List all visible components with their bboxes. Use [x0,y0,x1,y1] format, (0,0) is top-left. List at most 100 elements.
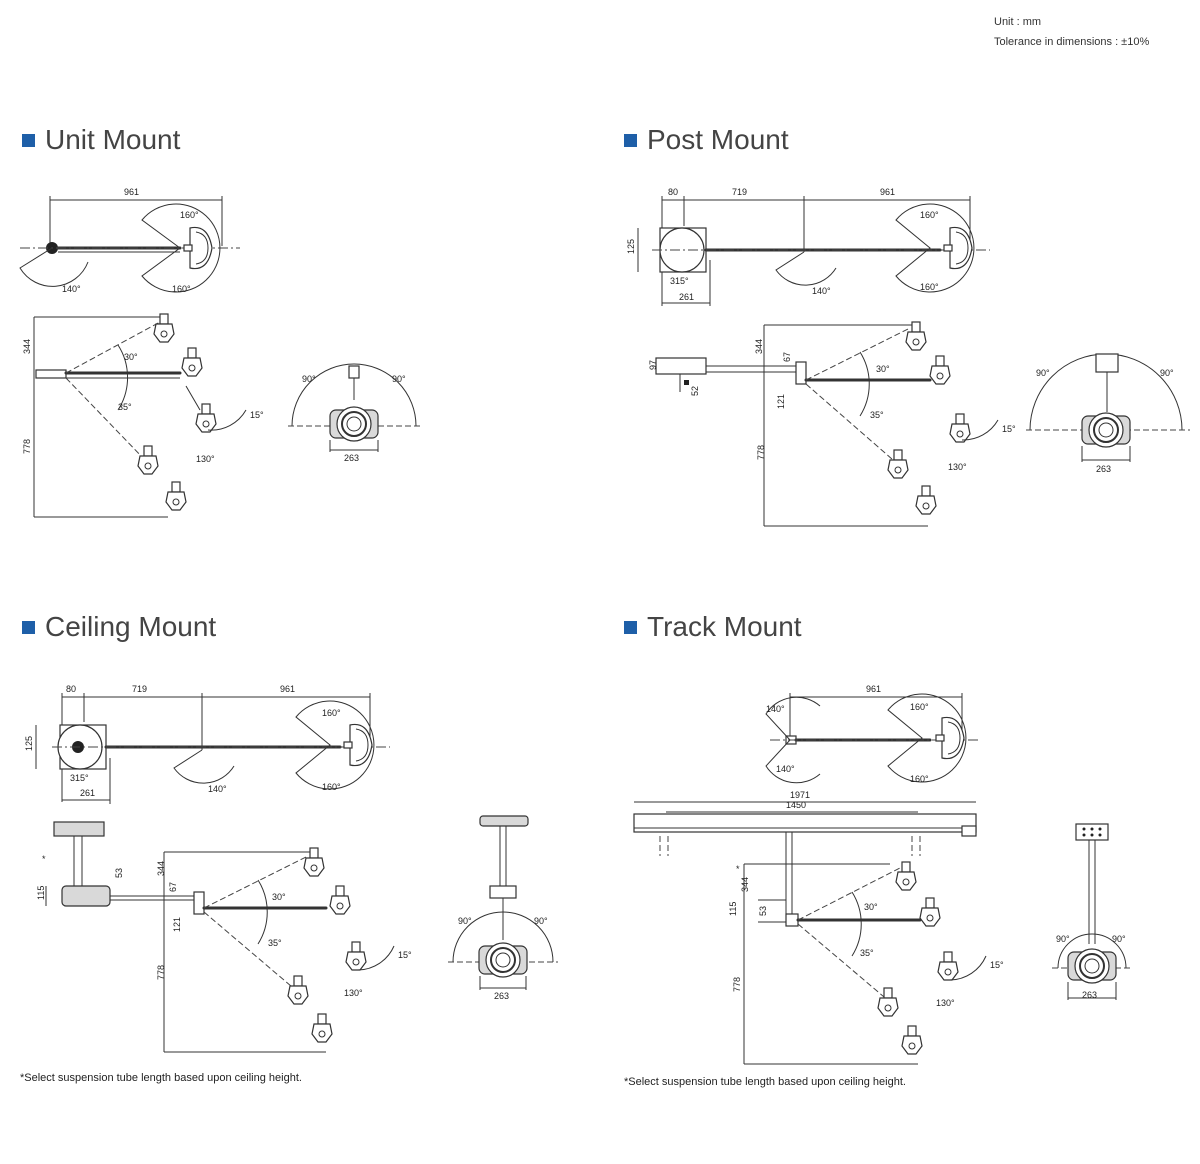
square-bullet-icon [624,133,637,147]
track-top-head-upper: 160° [910,702,929,712]
post-side-d67: 67 [782,352,792,362]
unit-mount-drawings: 961 160° 160° 140° 344 778 30° [19,187,420,518]
post-side-down: 778 [756,445,766,460]
ceiling-side-view: * 115 53 344 67 121 778 30° 35° [36,821,412,1053]
ceiling-top-mid-angle: 140° [208,784,227,794]
ceiling-top-rotation: 315° [70,773,89,783]
post-front-view: 263 90° 90° [1026,353,1190,474]
ceiling-top-head-lower: 160° [322,782,341,792]
post-top-rotation: 315° [670,276,689,286]
post-mount-title: Post Mount [624,124,789,156]
ceiling-footnote: *Select suspension tube length based upo… [20,1072,302,1084]
ceiling-side-star: * [42,854,46,864]
unit-side-angle1: 30° [124,352,138,362]
ceiling-front-left: 90° [458,916,472,926]
post-side-d97: 97 [648,360,658,370]
unit-front-left: 90° [302,374,316,384]
post-top-mid-angle: 140° [812,286,831,296]
unit-top-head-lower: 160° [172,284,191,294]
post-top-view: 80 719 961 125 315° 261 140° 160° 160° [626,187,990,306]
post-top-depth: 125 [626,239,636,254]
square-bullet-icon [22,620,35,634]
ceiling-mount-title: Ceiling Mount [22,611,216,643]
post-front-right: 90° [1160,368,1174,378]
ceiling-side-angle1: 30° [272,892,286,902]
ceiling-side-tilt: 15° [398,950,412,960]
ceiling-side-rotation: 130° [344,988,363,998]
ceiling-top-head-upper: 160° [322,708,341,718]
track-front-width: 263 [1082,990,1097,1000]
unit-mount-title-text: Unit Mount [45,124,181,155]
ceiling-side-up: 344 [156,861,166,876]
track-front-left: 90° [1056,934,1070,944]
ceiling-top-width: 261 [80,788,95,798]
post-side-tilt: 15° [1002,424,1016,434]
track-front-right: 90° [1112,934,1126,944]
ceiling-side-d53: 53 [114,868,124,878]
square-bullet-icon [624,620,637,634]
ceiling-front-view: 263 90° 90° [448,815,558,1001]
ceiling-mount-drawings: 80 719 961 125 315° 261 140° 160° 160° [24,684,558,1053]
post-top-d3: 961 [880,187,895,197]
ceiling-top-d1: 80 [66,684,76,694]
track-side-d115: 115 [728,902,738,916]
track-side-rotation: 130° [936,998,955,1008]
square-bullet-icon [22,133,35,147]
unit-front-view: 263 90° 90° [288,363,420,463]
tolerance-label: Tolerance in dimensions : ±10% [994,36,1150,48]
post-top-d2: 719 [732,187,747,197]
track-footnote: *Select suspension tube length based upo… [624,1076,906,1088]
post-top-head-lower: 160° [920,282,939,292]
post-side-d121: 121 [776,394,786,409]
ceiling-mount-title-text: Ceiling Mount [45,611,217,642]
post-top-width: 261 [679,292,694,302]
unit-front-width: 263 [344,453,359,463]
post-side-d52: 52 [690,386,700,396]
ceiling-top-d3: 961 [280,684,295,694]
units-note: Unit : mm Tolerance in dimensions : ±10% [994,12,1149,52]
unit-side-down: 778 [22,439,32,454]
ceiling-side-down: 778 [156,965,166,980]
ceiling-side-angle2: 35° [268,938,282,948]
track-side-angle2: 35° [860,948,874,958]
post-side-angle2: 35° [870,410,884,420]
unit-top-base-angle: 140° [62,284,81,294]
track-top-lower-angle: 140° [776,764,795,774]
ceiling-side-d67: 67 [168,882,178,892]
post-front-left: 90° [1036,368,1050,378]
track-top-view: 961 140° 140° 160° 160° [765,684,980,784]
post-mount-title-text: Post Mount [647,124,789,155]
track-top-upper-angle: 140° [766,704,785,714]
track-front-view: 263 90° 90° [1052,823,1132,1000]
track-side-d53: 53 [758,906,768,916]
ceiling-front-right: 90° [534,916,548,926]
track-mount-title-text: Track Mount [647,611,802,642]
post-top-d1: 80 [668,187,678,197]
track-rail-inner: 1450 [786,800,806,810]
unit-label: Unit : mm [994,16,1042,28]
track-mount-title: Track Mount [624,611,802,643]
post-side-up: 344 [754,339,764,354]
unit-side-angle2: 35° [118,402,132,412]
track-mount-drawings: 961 140° 140° 160° 160° 1971 1450 [633,684,1132,1065]
ceiling-top-d2: 719 [132,684,147,694]
track-side-view: * 344 115 53 778 30° 35° 15° 130° [728,861,1004,1065]
post-front-width: 263 [1096,464,1111,474]
post-mount-drawings: 80 719 961 125 315° 261 140° 160° 160° 9… [626,187,1190,527]
post-side-view: 97 52 344 67 121 778 30° 35° 15° 1 [648,321,1016,527]
track-side-angle1: 30° [864,902,878,912]
track-side-star: * [736,864,740,874]
track-side-tilt: 15° [990,960,1004,970]
track-side-up: 344 [740,877,750,892]
unit-top-view: 961 160° 160° 140° [19,187,240,294]
track-rail-view: 1971 1450 [633,790,977,916]
track-side-down: 778 [732,977,742,992]
unit-side-tilt: 15° [250,410,264,420]
track-top-width: 961 [866,684,881,694]
unit-side-rotation: 130° [196,454,215,464]
unit-top-width: 961 [124,187,139,197]
post-top-head-upper: 160° [920,210,939,220]
unit-side-up: 344 [22,339,32,354]
unit-mount-title: Unit Mount [22,124,180,156]
